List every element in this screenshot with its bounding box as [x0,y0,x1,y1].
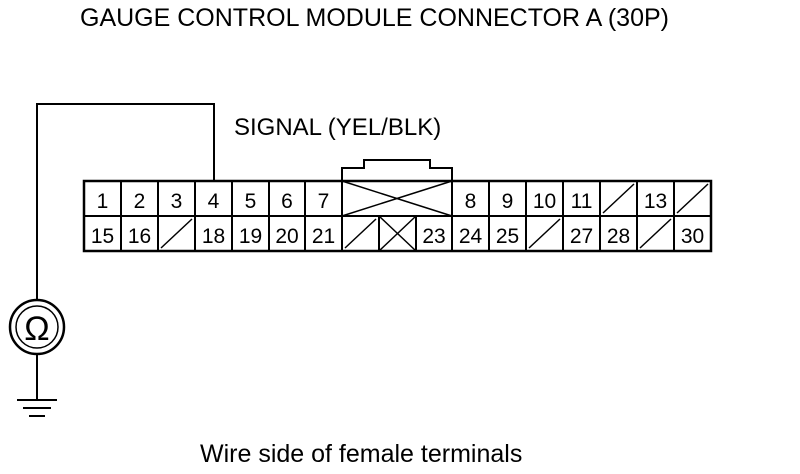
test-lead-wire [36,103,215,301]
top-row-terminal-5: 5 [245,190,257,213]
view-caption: Wire side of female terminals [200,440,523,468]
top-row-unused-cavity [676,183,709,214]
bottom-row-terminal-27: 27 [570,225,593,248]
top-row-terminal-4: 4 [208,190,220,213]
top-row-blocked-cavity [341,180,453,217]
bottom-row-unused-cavity [160,218,193,249]
bottom-row-terminal-25: 25 [496,225,519,248]
connector-top-row: 1 2 3 4 5 6 7 8 9 10 11 13 [97,180,709,217]
bottom-row-terminal-19: 19 [239,225,262,248]
bottom-row-unused-cavity [528,218,561,249]
signal-wire-label: SIGNAL (YEL/BLK) [234,114,442,141]
bottom-row-terminal-23: 23 [422,225,445,248]
top-row-terminal-9: 9 [502,190,514,213]
connector-lock-tab [341,159,453,182]
bottom-row-terminal-30: 30 [681,225,704,248]
top-row-terminal-2: 2 [134,190,146,213]
bottom-row-unused-cavity [639,218,672,249]
top-row-terminal-11: 11 [571,190,593,213]
bottom-row-terminal-28: 28 [607,225,630,248]
bottom-row-blocked-cavity [378,215,417,252]
ohmmeter-icon: Ω [8,298,66,356]
bottom-row-terminal-18: 18 [202,225,225,248]
bottom-row-terminal-16: 16 [128,225,151,248]
bottom-row-terminal-20: 20 [275,225,298,248]
top-row-terminal-13: 13 [644,190,667,213]
bottom-row-terminal-15: 15 [91,225,114,248]
top-row-terminal-10: 10 [533,190,556,213]
connector-bottom-row: 15 16 18 19 20 21 23 24 25 27 28 30 [91,215,704,252]
ohm-symbol: Ω [24,310,49,348]
bottom-row-terminal-21: 21 [312,225,335,248]
ground-icon [17,354,57,417]
bottom-row-terminal-24: 24 [459,225,483,248]
top-row-terminal-1: 1 [97,190,109,213]
top-row-terminal-3: 3 [171,190,183,213]
bottom-row-unused-cavity [344,218,377,249]
diagram-title: GAUGE CONTROL MODULE CONNECTOR A (30P) [80,4,669,32]
top-row-unused-cavity [602,183,635,214]
top-row-terminal-7: 7 [318,190,330,213]
top-row-terminal-6: 6 [281,190,293,213]
top-row-terminal-8: 8 [465,190,477,213]
